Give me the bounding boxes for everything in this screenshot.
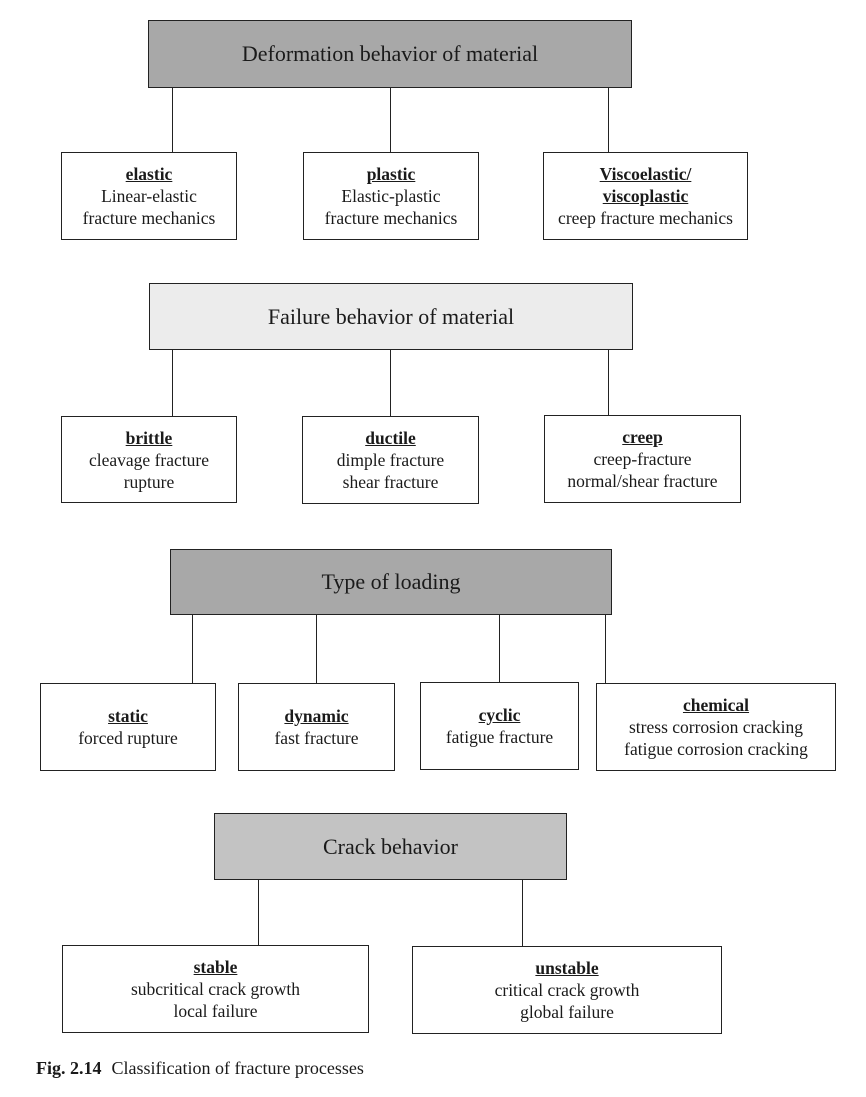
header-crack-behavior: Crack behavior xyxy=(214,813,567,880)
box-plastic: plastic Elastic-plastic fracture mechani… xyxy=(303,152,479,240)
box-line: fast fracture xyxy=(274,728,359,748)
box-title: stable xyxy=(193,957,238,977)
box-line: global failure xyxy=(520,1002,614,1022)
box-title: elastic xyxy=(125,164,173,184)
box-cyclic: cyclic fatigue fracture xyxy=(420,682,579,770)
box-line: Elastic-plastic xyxy=(341,186,441,206)
box-title: creep xyxy=(622,427,663,447)
box-title: dynamic xyxy=(284,706,349,726)
connector-line xyxy=(608,350,609,416)
box-line: dimple fracture xyxy=(336,450,445,470)
connector-line xyxy=(605,615,606,683)
box-static: static forced rupture xyxy=(40,683,216,771)
box-line: fatigue corrosion cracking xyxy=(624,739,808,759)
box-title: static xyxy=(108,706,148,726)
header-type-of-loading: Type of loading xyxy=(170,549,612,615)
box-line: creep-fracture xyxy=(593,449,692,469)
box-title: unstable xyxy=(535,958,599,978)
box-line: forced rupture xyxy=(78,728,178,748)
box-ductile: ductile dimple fracture shear fracture xyxy=(302,416,479,504)
box-title: plastic xyxy=(366,164,416,184)
box-line: fracture mechanics xyxy=(324,208,458,228)
box-line: local failure xyxy=(173,1001,258,1021)
connector-line xyxy=(172,350,173,416)
box-line: subcritical crack growth xyxy=(130,979,301,999)
box-line: normal/shear fracture xyxy=(567,471,718,491)
box-stable: stable subcritical crack growth local fa… xyxy=(62,945,369,1033)
box-brittle: brittle cleavage fracture rupture xyxy=(61,416,237,503)
box-title: Viscoelastic/ xyxy=(599,164,692,184)
header-deformation-behavior: Deformation behavior of material xyxy=(148,20,632,88)
connector-line xyxy=(499,615,500,683)
connector-line xyxy=(258,880,259,946)
figure-label: Fig. 2.14 xyxy=(36,1058,102,1078)
box-title: chemical xyxy=(682,695,750,715)
box-line: cleavage fracture xyxy=(89,449,209,470)
connector-line xyxy=(522,880,523,946)
box-chemical: chemical stress corrosion cracking fatig… xyxy=(596,683,836,771)
box-creep: creep creep-fracture normal/shear fractu… xyxy=(544,415,741,503)
figure-caption: Fig. 2.14 Classification of fracture proc… xyxy=(36,1058,364,1079)
box-line: rupture xyxy=(123,471,175,492)
box-line: critical crack growth xyxy=(494,980,640,1000)
box-title: brittle xyxy=(125,427,173,448)
figure-caption-text: Classification of fracture processes xyxy=(111,1058,364,1078)
connector-line xyxy=(390,350,391,416)
connector-line xyxy=(172,88,173,152)
box-line: fatigue fracture xyxy=(445,727,554,747)
box-line: stress corrosion cracking xyxy=(629,717,803,737)
connector-line xyxy=(192,615,193,683)
connector-line xyxy=(390,88,391,152)
box-dynamic: dynamic fast fracture xyxy=(238,683,395,771)
box-title: cyclic xyxy=(478,705,521,725)
connector-line xyxy=(316,615,317,683)
box-title: ductile xyxy=(365,428,416,448)
box-line: Linear-elastic xyxy=(101,186,197,206)
box-line: shear fracture xyxy=(342,472,439,492)
box-elastic: elastic Linear-elastic fracture mechanic… xyxy=(61,152,237,240)
box-line: creep fracture mechanics xyxy=(558,208,733,228)
box-viscoelastic: Viscoelastic/ viscoplastic creep fractur… xyxy=(543,152,748,240)
box-unstable: unstable critical crack growth global fa… xyxy=(412,946,722,1034)
box-title: viscoplastic xyxy=(602,186,689,206)
box-line: fracture mechanics xyxy=(82,208,216,228)
connector-line xyxy=(608,88,609,152)
header-failure-behavior: Failure behavior of material xyxy=(149,283,633,350)
